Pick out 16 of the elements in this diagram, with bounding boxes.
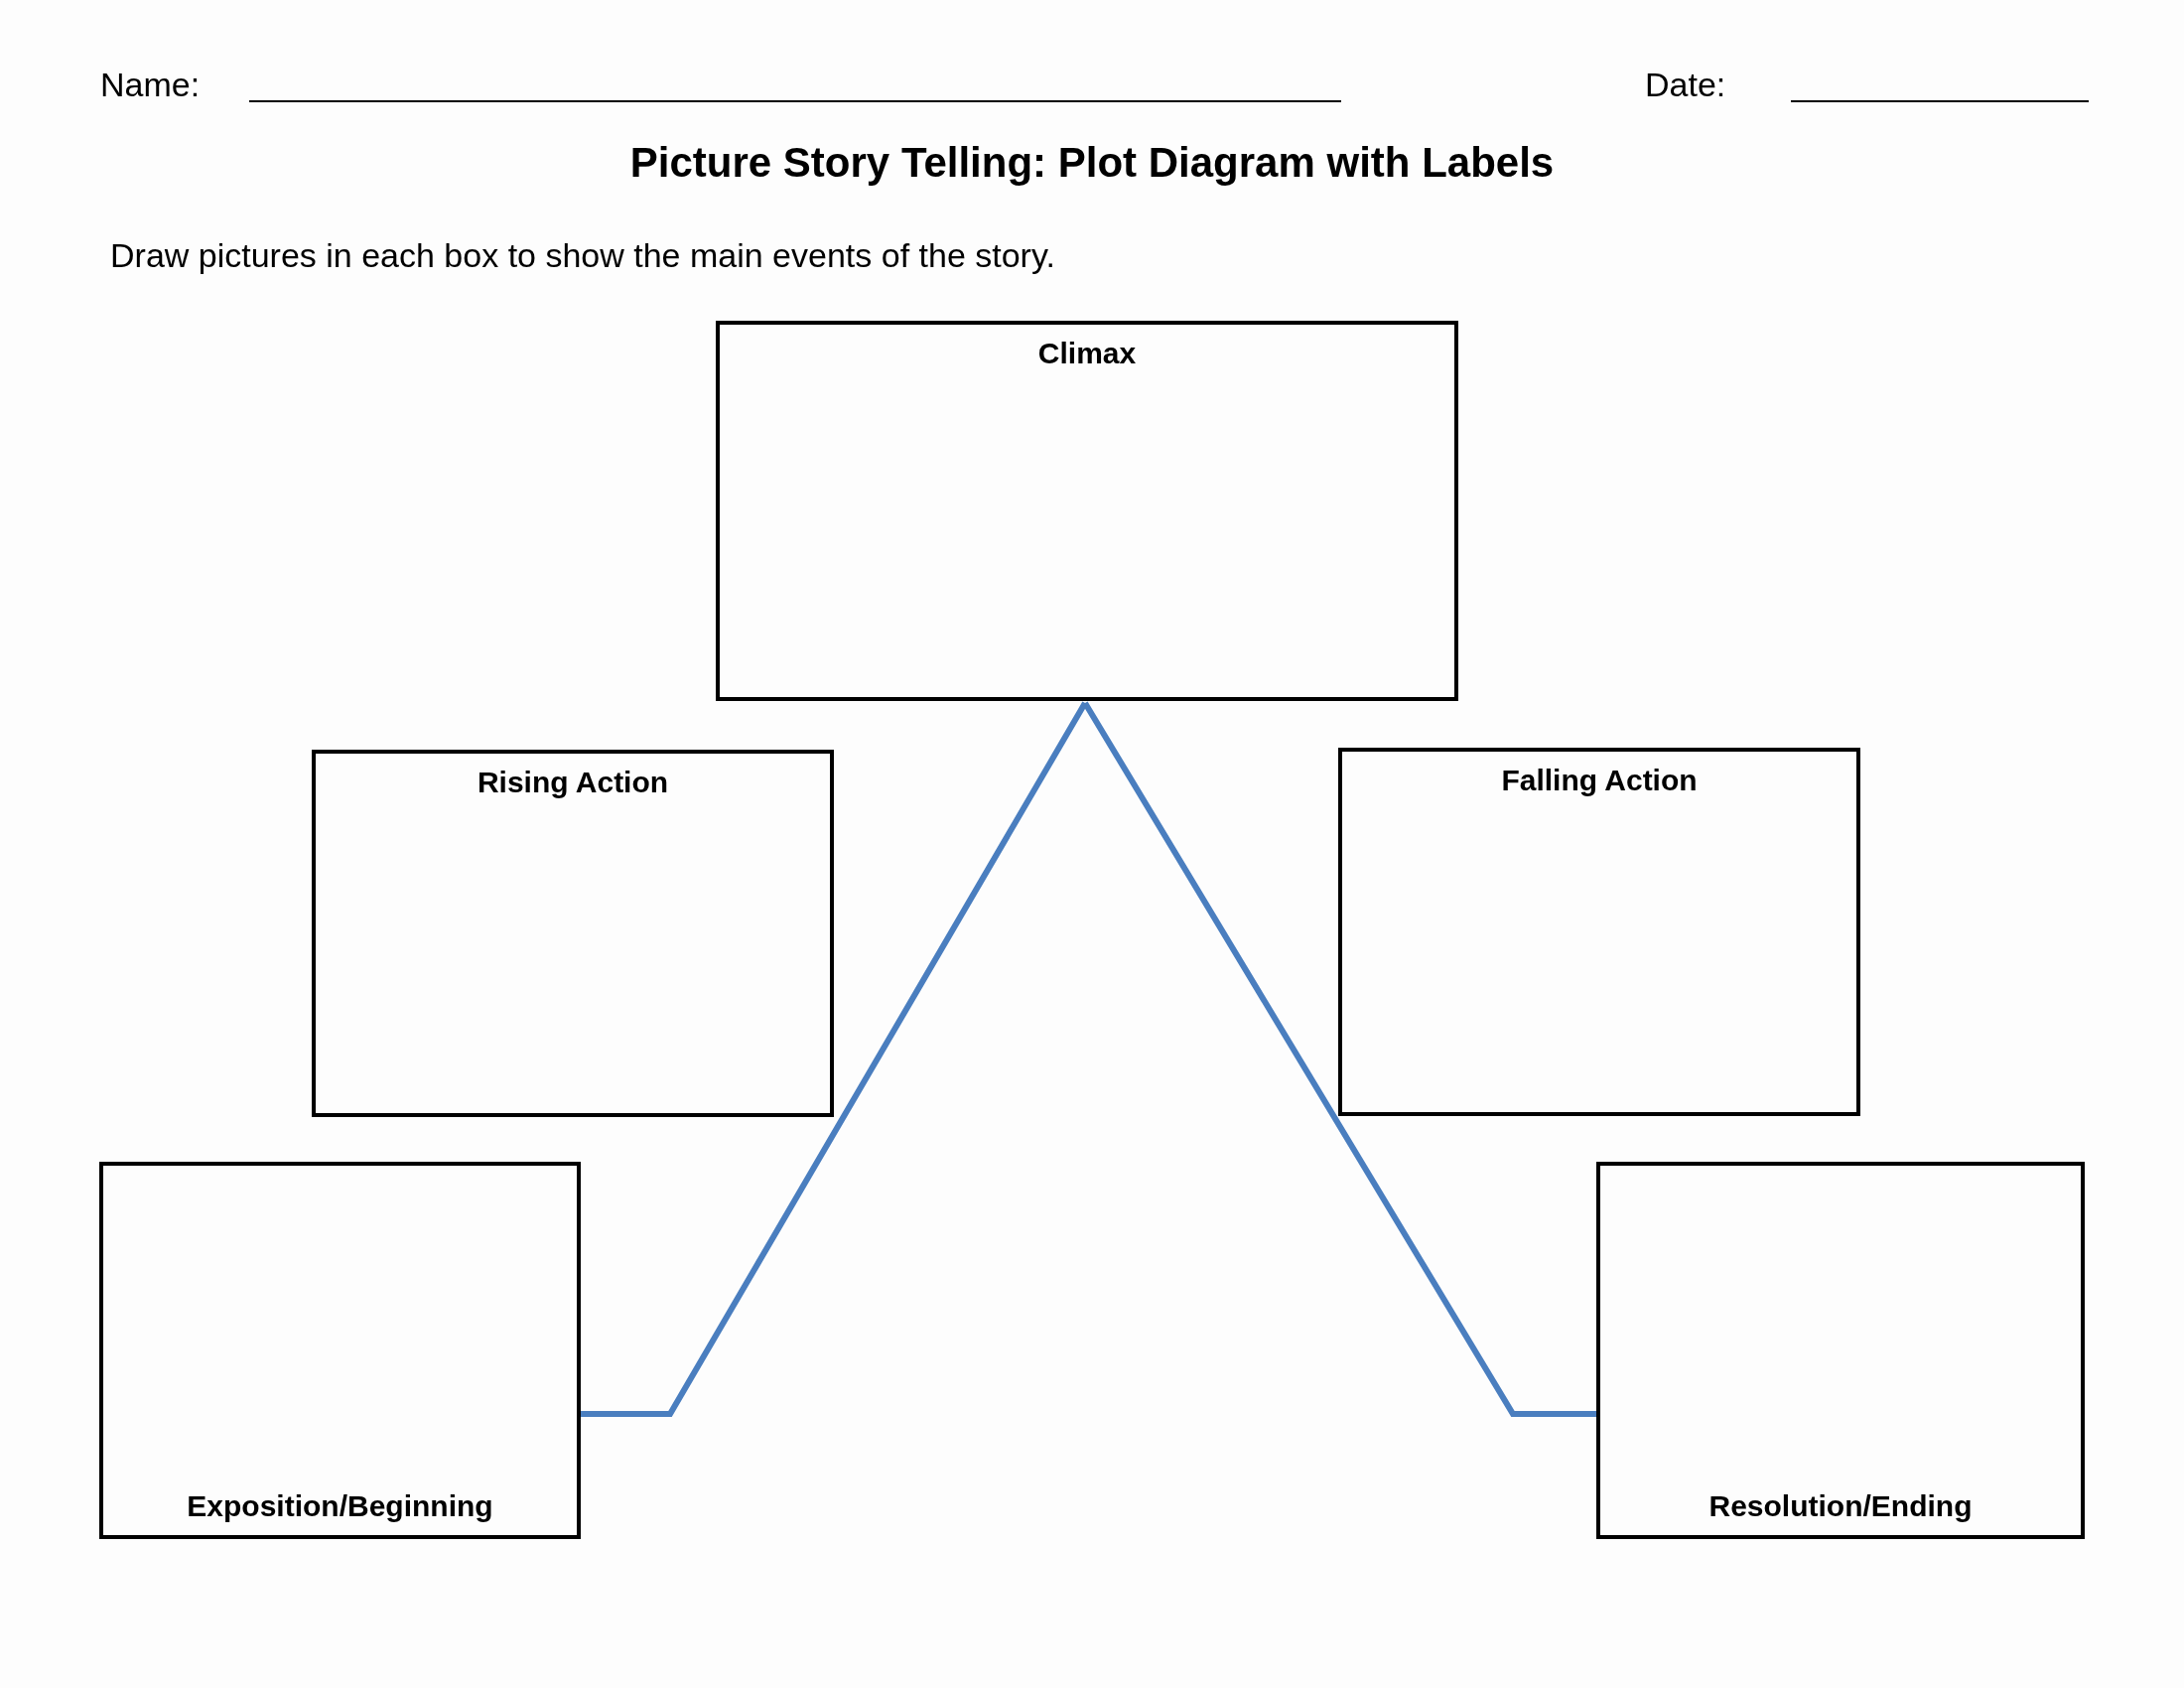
picture-box: [716, 321, 1458, 701]
plot-line: [581, 701, 1088, 1417]
box-heading: Climax: [1036, 337, 1138, 370]
name-label: Name:: [100, 66, 201, 104]
picture-box: [312, 750, 834, 1117]
box-heading: Exposition/Beginning: [186, 1489, 494, 1523]
box-heading: Rising Action: [476, 766, 670, 799]
plot-line: [1082, 701, 1596, 1417]
picture-box: [1338, 748, 1860, 1116]
picture-box: [99, 1162, 581, 1539]
instruction-text: Draw pictures in each box to show the main events of the story.: [110, 236, 1055, 275]
picture-box: [1596, 1162, 2085, 1539]
date-label: Date:: [1645, 66, 1726, 104]
worksheet-title: Picture Story Telling: Plot Diagram with Labels: [629, 139, 1555, 187]
box-heading: Falling Action: [1500, 764, 1699, 797]
box-heading: Resolution/Ending: [1707, 1489, 1974, 1523]
